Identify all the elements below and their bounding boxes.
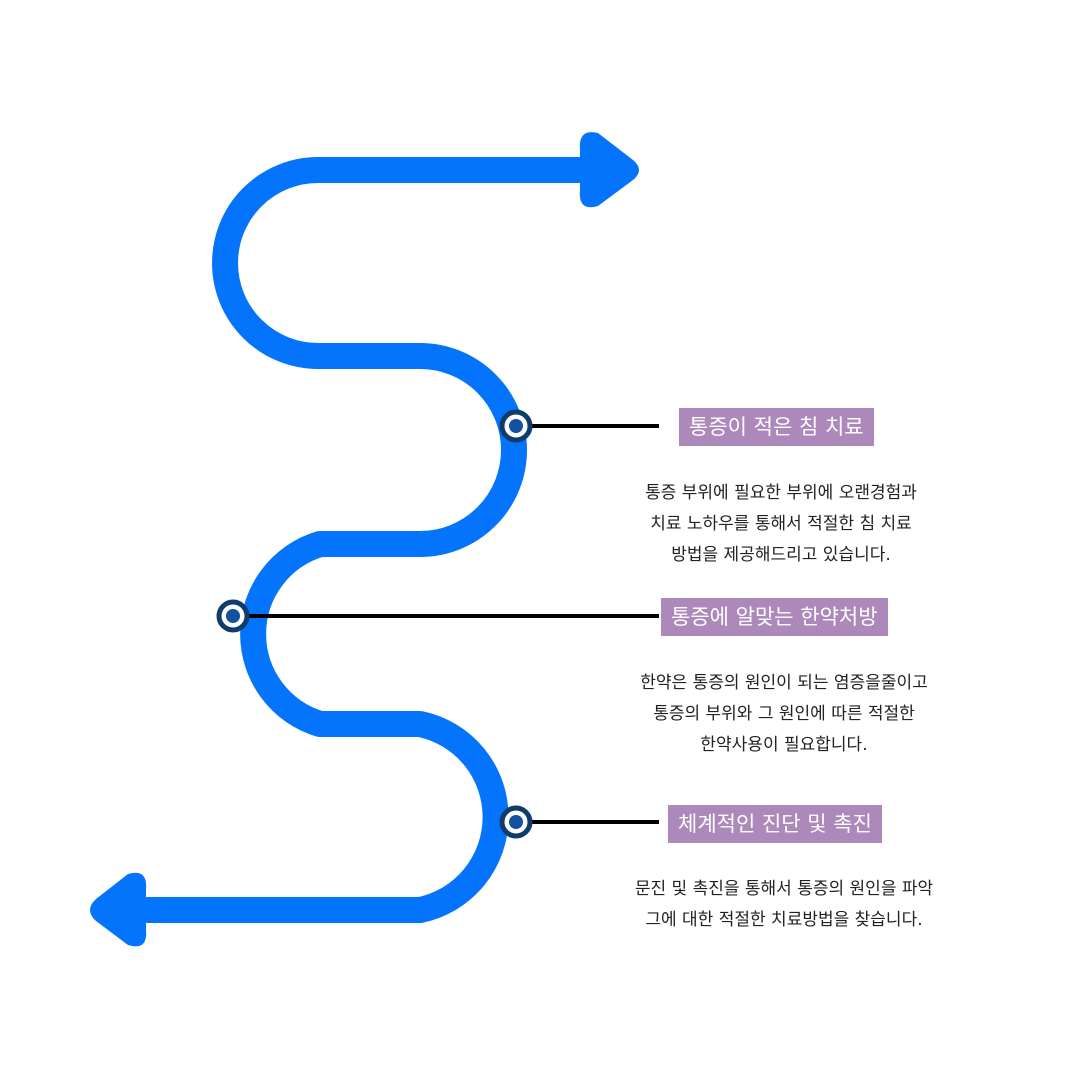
arrow-left-icon [90,872,147,947]
step-3-title: 체계적인 진단 및 촉진 [668,805,882,843]
step-2-title: 통증에 알맞는 한약처방 [661,598,888,636]
s-curve-path [135,157,591,923]
timeline-marker-3 [499,805,533,839]
step-2-description-line: 통증의 부위와 그 원인에 따른 적절한 [653,704,915,724]
step-1-title: 통증이 적은 침 치료 [679,408,874,446]
step-1-description-line: 치료 노하우를 통해서 적절한 침 치료 [650,514,912,534]
step-3-description: 문진 및 촉진을 통해서 통증의 원인을 파악 그에 대한 적절한 치료방법을 … [574,874,994,936]
step-1-description-line: 방법을 제공해드리고 있습니다. [671,545,891,565]
timeline-marker-2 [216,599,250,633]
step-1-description: 통증 부위에 필요한 부위에 오랜경험과 치료 노하우를 통해서 적절한 침 치… [571,478,991,571]
step-2-description: 한약은 통증의 원인이 되는 염증을줄이고 통증의 부위와 그 원인에 따른 적… [574,668,994,761]
step-2-description-line: 한약사용이 필요합니다. [700,735,868,755]
step-1-description-line: 통증 부위에 필요한 부위에 오랜경험과 [645,483,917,503]
step-3-description-line: 문진 및 촉진을 통해서 통증의 원인을 파악 [634,879,934,899]
step-3-description-line: 그에 대한 적절한 치료방법을 찾습니다. [645,910,923,930]
arrow-right-icon [579,132,639,208]
timeline-marker-1 [499,409,533,443]
step-2-description-line: 한약은 통증의 원인이 되는 염증을줄이고 [640,673,928,693]
